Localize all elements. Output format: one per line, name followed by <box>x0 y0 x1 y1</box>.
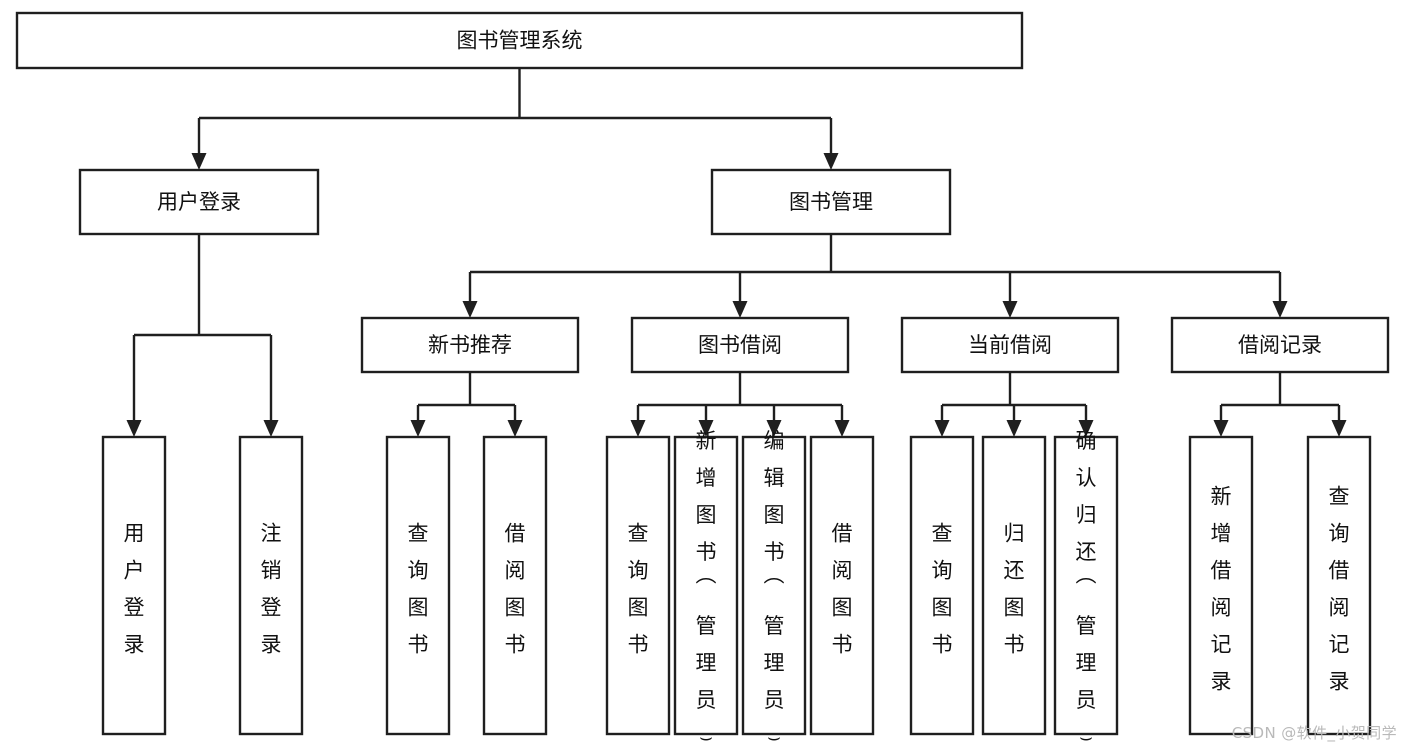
node-leaf-query-borrow-record-box[interactable] <box>1306 435 1372 736</box>
node-leaf-borrow-book-recommend[interactable]: 借阅图书 <box>482 435 548 736</box>
node-new-book-recommend-label: 新书推荐 <box>428 333 512 357</box>
node-leaf-query-book-recommend[interactable]: 查询图书 <box>385 435 451 736</box>
node-leaf-return-book[interactable]: 归还图书 <box>981 435 1047 736</box>
node-leaf-query-book-current[interactable]: 查询图书 <box>909 435 975 736</box>
node-leaf-edit-book-box[interactable] <box>741 435 807 736</box>
node-book-borrow-box[interactable] <box>630 316 850 374</box>
node-book-borrow[interactable]: 图书借阅 <box>630 316 850 374</box>
node-root-box[interactable] <box>15 11 1024 70</box>
node-leaf-user-login-box[interactable] <box>101 435 167 736</box>
node-leaf-borrow-book-label: 借阅图书 <box>832 521 853 656</box>
node-leaf-query-book-recommend-label: 查询图书 <box>408 521 429 656</box>
node-leaf-add-book-box[interactable] <box>673 435 739 736</box>
node-leaf-confirm-return-label: 确认归还⌒管理员⌣ <box>1076 429 1097 747</box>
node-leaf-confirm-return[interactable]: 确认归还⌒管理员⌣ <box>1053 429 1119 747</box>
node-current-borrow-label: 当前借阅 <box>968 333 1052 357</box>
node-borrow-record-box[interactable] <box>1170 316 1390 374</box>
node-book-management-label: 图书管理 <box>789 190 873 214</box>
node-borrow-record-label: 借阅记录 <box>1238 333 1322 357</box>
node-leaf-borrow-book-recommend-box[interactable] <box>482 435 548 736</box>
node-leaf-add-book[interactable]: 新增图书⌒管理员⌣ <box>673 429 739 747</box>
node-leaf-user-logout-box[interactable] <box>238 435 304 736</box>
node-leaf-user-logout-label: 注销登录 <box>261 521 282 656</box>
node-book-borrow-label: 图书借阅 <box>698 333 782 357</box>
node-leaf-add-borrow-record[interactable]: 新增借阅记录 <box>1188 435 1254 736</box>
node-leaf-borrow-book[interactable]: 借阅图书 <box>809 435 875 736</box>
node-leaf-borrow-book-box[interactable] <box>809 435 875 736</box>
node-leaf-query-book-borrow-label: 查询图书 <box>628 521 649 656</box>
node-leaf-query-book-current-box[interactable] <box>909 435 975 736</box>
node-leaf-return-book-label: 归还图书 <box>1004 521 1025 656</box>
node-leaf-add-book-label: 新增图书⌒管理员⌣ <box>696 429 717 747</box>
node-leaf-add-borrow-record-label: 新增借阅记录 <box>1211 484 1232 693</box>
node-leaf-edit-book-label: 编辑图书⌒管理员⌣ <box>764 429 785 747</box>
node-leaf-add-borrow-record-box[interactable] <box>1188 435 1254 736</box>
node-leaf-borrow-book-recommend-label: 借阅图书 <box>505 521 526 656</box>
node-book-management-box[interactable] <box>710 168 952 236</box>
node-user-login[interactable]: 用户登录 <box>78 168 320 236</box>
watermark-text: CSDN @软件_小贺同学 <box>1231 724 1397 742</box>
node-user-login-box[interactable] <box>78 168 320 236</box>
node-root-label: 图书管理系统 <box>457 29 583 53</box>
node-leaf-query-borrow-record[interactable]: 查询借阅记录 <box>1306 435 1372 736</box>
node-leaf-user-login-label: 用户登录 <box>124 521 145 656</box>
node-new-book-recommend[interactable]: 新书推荐 <box>360 316 580 374</box>
node-leaf-query-book-current-label: 查询图书 <box>932 521 953 656</box>
node-leaf-edit-book[interactable]: 编辑图书⌒管理员⌣ <box>741 429 807 747</box>
node-leaf-user-login[interactable]: 用户登录 <box>101 435 167 736</box>
node-current-borrow-box[interactable] <box>900 316 1120 374</box>
node-root[interactable]: 图书管理系统 <box>15 11 1024 70</box>
node-book-management[interactable]: 图书管理 <box>710 168 952 236</box>
node-leaf-query-book-borrow-box[interactable] <box>605 435 671 736</box>
node-user-login-label: 用户登录 <box>157 190 241 214</box>
node-leaf-query-borrow-record-label: 查询借阅记录 <box>1329 484 1350 693</box>
node-leaf-user-logout[interactable]: 注销登录 <box>238 435 304 736</box>
nodes-layer: 图书管理系统用户登录图书管理新书推荐图书借阅当前借阅借阅记录用户登录注销登录查询… <box>15 11 1390 747</box>
connectors-layer <box>126 68 1347 437</box>
node-leaf-confirm-return-box[interactable] <box>1053 435 1119 736</box>
node-leaf-query-book-borrow[interactable]: 查询图书 <box>605 435 671 736</box>
node-leaf-query-book-recommend-box[interactable] <box>385 435 451 736</box>
node-new-book-recommend-box[interactable] <box>360 316 580 374</box>
node-current-borrow[interactable]: 当前借阅 <box>900 316 1120 374</box>
node-leaf-return-book-box[interactable] <box>981 435 1047 736</box>
node-borrow-record[interactable]: 借阅记录 <box>1170 316 1390 374</box>
